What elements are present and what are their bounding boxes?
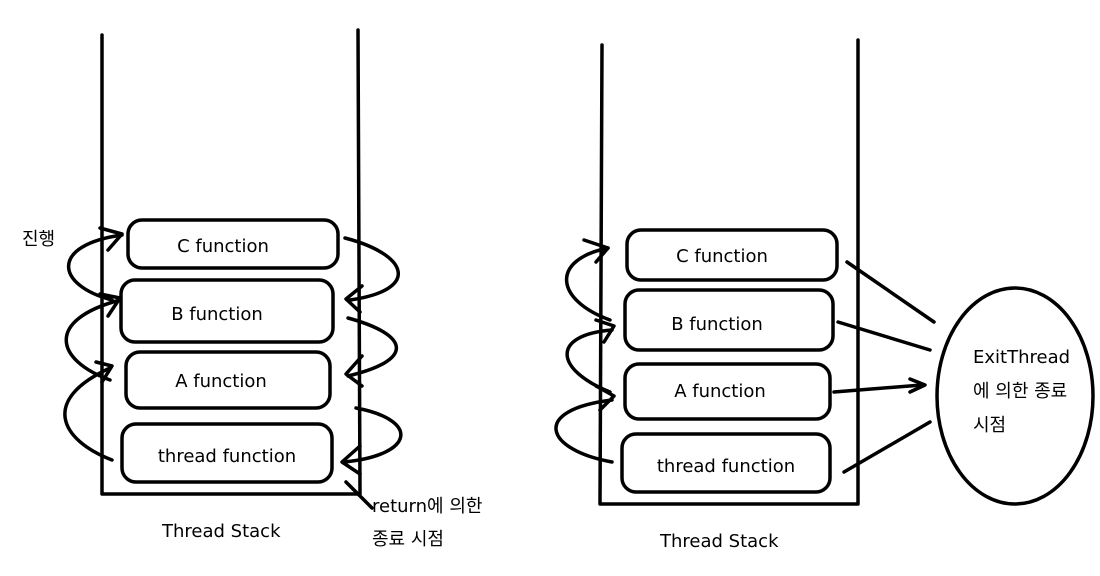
left-box-thread: thread function xyxy=(120,422,334,484)
right-box-a-label: A function xyxy=(674,381,766,402)
left-diagram: C function B function A function thread … xyxy=(22,28,482,550)
return-pointer-line xyxy=(344,480,374,510)
left-box-c: C function xyxy=(126,218,340,270)
left-box-c-label: C function xyxy=(177,236,269,257)
right-stack-frame xyxy=(598,38,860,506)
left-box-a-label: A function xyxy=(175,371,267,392)
left-box-thread-label: thread function xyxy=(158,446,296,467)
right-box-thread: thread function xyxy=(620,432,832,494)
exit-lines xyxy=(832,260,936,474)
right-box-b-label: B function xyxy=(671,314,763,335)
left-call-arrows xyxy=(63,226,124,462)
left-return-arrows xyxy=(340,236,403,476)
return-note-line2: 종료 시점 xyxy=(372,529,444,550)
exit-note-line2: 에 의한 종료 xyxy=(973,381,1067,402)
left-box-b: B function xyxy=(119,278,335,344)
right-box-b: B function xyxy=(623,288,835,352)
exit-thread-ellipse: ExitThread 에 의한 종료 시점 xyxy=(935,286,1095,506)
right-box-a: A function xyxy=(623,362,832,421)
right-box-c-label: C function xyxy=(676,246,768,267)
right-stack-label: Thread Stack xyxy=(659,531,779,552)
exit-note-line1: ExitThread xyxy=(973,347,1070,368)
left-stack-frame xyxy=(100,28,362,496)
right-diagram: C function B function A function thread … xyxy=(554,38,1095,552)
right-box-thread-label: thread function xyxy=(657,456,795,477)
return-note-line1: return에 의한 xyxy=(372,496,482,517)
left-stack-label: Thread Stack xyxy=(161,521,281,542)
exit-note-line3: 시점 xyxy=(973,415,1006,436)
right-box-c: C function xyxy=(625,228,839,282)
left-box-a: A function xyxy=(124,350,332,410)
right-call-arrows xyxy=(554,238,616,464)
progress-label: 진행 xyxy=(22,229,55,250)
left-box-b-label: B function xyxy=(171,304,263,325)
